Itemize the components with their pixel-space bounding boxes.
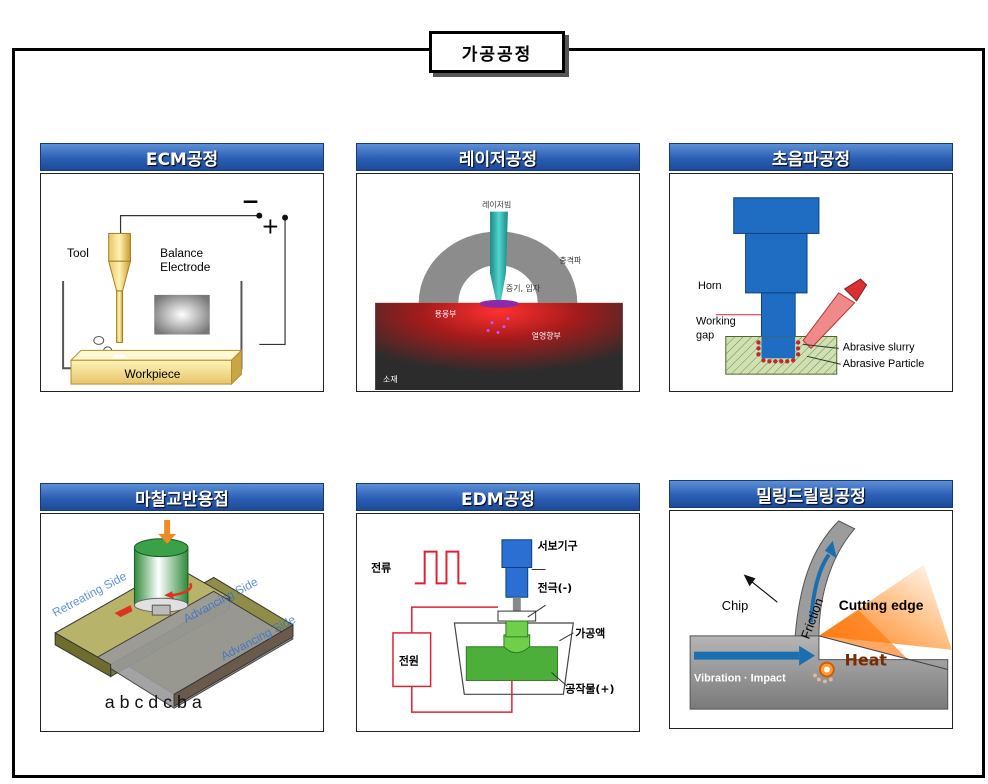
panel-ecm-title: ECM공정: [40, 143, 324, 171]
edm-workpiece-label: 공작물(+): [565, 681, 614, 695]
panel-milling-figure: Chip Friction Cutting edge Heat Vibratio…: [669, 510, 953, 729]
ultra-gap-label: gap: [696, 329, 714, 341]
panel-fsw-title: 마찰교반용접: [40, 483, 324, 511]
laser-vapor-label: 증기, 입자: [506, 284, 541, 293]
panel-edm-figure: 전류 서보기구 전극(-) 가공액 전원 공작물(+): [356, 513, 640, 732]
ultra-horn-label: Horn: [698, 280, 722, 292]
edm-current-label: 전류: [371, 560, 391, 574]
edm-power-label: 전원: [399, 654, 419, 668]
ultra-slurry-label: Abrasive slurry: [843, 341, 915, 353]
edm-servo-label: 서보기구: [538, 539, 578, 553]
panel-ultrasonic: 초음파공정 Horn Working gap Abrasive slurry A…: [669, 143, 953, 392]
laser-shock-label: 충격파: [559, 255, 582, 265]
ecm-minus: −: [241, 190, 259, 215]
laser-heat-zone-label: 열영향부: [532, 330, 561, 340]
ecm-workpiece-label: Workpiece: [125, 367, 181, 381]
page-title: 가공공정: [429, 31, 565, 73]
ecm-balance-label: Balance: [160, 246, 203, 260]
fsw-letters: a b c d c b a: [105, 692, 202, 712]
ecm-tool-label: Tool: [67, 246, 89, 260]
laser-beam-label: 레이저빔: [482, 200, 511, 210]
laser-material-label: 소재: [383, 375, 398, 384]
panel-edm: EDM공정 전류 서보기구 전극(-) 가공액 전원 공작물(+): [356, 483, 640, 732]
milling-diagram: Chip Friction Cutting edge Heat Vibratio…: [689, 520, 952, 710]
edm-diagram: 전류 서보기구 전극(-) 가공액 전원 공작물(+): [371, 539, 614, 713]
edm-electrode-label: 전극(-): [538, 580, 572, 594]
panel-laser-figure: 레이저빔 충격파 증기, 입자 용융부 열영향부 소재: [356, 173, 640, 392]
fsw-diagram: Retreating Side Advancing Side Advancing…: [50, 519, 298, 712]
panel-edm-title: EDM공정: [356, 483, 640, 511]
edm-fluid-label: 가공액: [575, 626, 605, 640]
mill-chip-label: Chip: [722, 598, 748, 613]
ultra-working-label: Working: [696, 316, 736, 328]
laser-melt-label: 용융부: [435, 310, 457, 319]
panel-laser: 레이저공정 레이저빔 충격파 증기, 입자 용융부 열영향부 소재: [356, 143, 640, 392]
mill-heat-label: Heat: [845, 651, 888, 670]
panel-ecm: ECM공정 − +: [40, 143, 324, 392]
ecm-electrode-label: Electrode: [160, 260, 211, 274]
mill-vibration-label: Vibration · Impact: [694, 672, 786, 684]
mill-cutting-edge-label: Cutting edge: [839, 597, 924, 613]
ecm-diagram: − + Tool Balance Electrode Workpiece: [62, 190, 289, 386]
panel-milling: 밀링드릴링공정 Chip Friction Cutting edge Hea: [669, 480, 953, 729]
panel-milling-title: 밀링드릴링공정: [669, 480, 953, 508]
laser-diagram: 레이저빔 충격파 증기, 입자 용융부 열영향부 소재: [375, 200, 623, 391]
ultrasonic-diagram: Horn Working gap Abrasive slurry Abrasiv…: [696, 197, 925, 375]
panel-fsw-figure: Retreating Side Advancing Side Advancing…: [40, 513, 324, 732]
panel-fsw: 마찰교반용접 Retreating Side Advancing Side Ad…: [40, 483, 324, 732]
ultra-particle-label: Abrasive Particle: [843, 358, 925, 370]
panel-laser-title: 레이저공정: [356, 143, 640, 171]
ecm-plus: +: [261, 214, 279, 239]
panel-ultrasonic-title: 초음파공정: [669, 143, 953, 171]
panel-ecm-figure: − + Tool Balance Electrode Workpiece: [40, 173, 324, 392]
panel-ultrasonic-figure: Horn Working gap Abrasive slurry Abrasiv…: [669, 173, 953, 392]
